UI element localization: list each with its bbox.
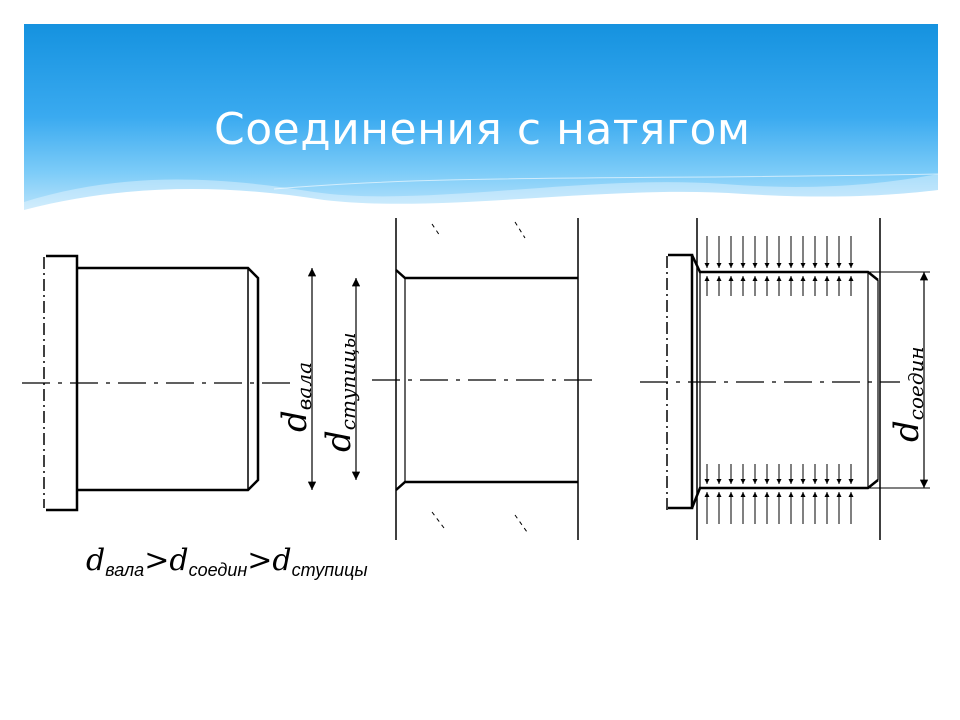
pressure-arrow-head (704, 263, 710, 268)
slide-header: Соединения с натягом (24, 24, 938, 210)
pressure-arrow-head (752, 479, 758, 484)
pressure-arrow-head (704, 479, 710, 484)
header-wave-decoration (24, 173, 938, 210)
pressure-arrow-head (704, 276, 710, 281)
pressure-arrow-head (824, 492, 830, 497)
pressure-arrow-head (848, 276, 854, 281)
pressure-arrow-head (824, 263, 830, 268)
pressure-arrow-head (716, 263, 722, 268)
pressure-arrow-head (800, 479, 806, 484)
joint-diameter-label: dсоедин (887, 346, 928, 442)
interference-fit-drawing: dвала dступицы dвала>dсоедин>dступицы (22, 218, 930, 580)
pressure-arrow-head (788, 263, 794, 268)
pressure-arrow-head (740, 479, 746, 484)
pressure-arrow-head (788, 276, 794, 281)
shaft-view (22, 254, 290, 512)
pressure-arrow-head (776, 276, 782, 281)
pressure-arrow-head (740, 492, 746, 497)
pressure-arrow-head (812, 479, 818, 484)
pressure-arrow-head (836, 263, 842, 268)
pressure-arrow-head (716, 492, 722, 497)
pressure-arrow-head (788, 492, 794, 497)
pressure-arrow-head (776, 479, 782, 484)
pressure-arrow-head (752, 263, 758, 268)
pressure-arrow-head (740, 263, 746, 268)
pressure-arrow-head (848, 479, 854, 484)
pressure-arrow-head (812, 276, 818, 281)
shaft-diameter-label: dвала (275, 362, 316, 432)
diameter-inequality: dвала>dсоедин>dступицы (86, 543, 368, 580)
contact-pressure-arrows (704, 236, 854, 524)
pressure-arrow-head (800, 276, 806, 281)
hub-diameter-label: dступицы (319, 332, 360, 452)
shaft-diameter-dimension (307, 268, 361, 490)
pressure-arrow-head (716, 276, 722, 281)
pressure-arrow-head (740, 276, 746, 281)
pressure-arrow-head (812, 263, 818, 268)
pressure-arrow-head (704, 492, 710, 497)
pressure-arrow-head (788, 479, 794, 484)
pressure-arrow-head (776, 263, 782, 268)
pressure-arrow-head (716, 479, 722, 484)
pressure-arrow-head (848, 492, 854, 497)
hub-view (372, 218, 600, 540)
pressure-arrow-head (728, 263, 734, 268)
pressure-arrow-head (764, 263, 770, 268)
pressure-arrow-head (824, 479, 830, 484)
pressure-arrow-head (836, 479, 842, 484)
pressure-arrow-head (800, 492, 806, 497)
assembled-joint-view (640, 218, 930, 540)
pressure-arrow-head (752, 492, 758, 497)
pressure-arrow-head (728, 492, 734, 497)
pressure-arrow-head (764, 276, 770, 281)
slide-title: Соединения с натягом (214, 104, 751, 155)
pressure-arrow-head (824, 276, 830, 281)
pressure-arrow-head (836, 492, 842, 497)
pressure-arrow-head (800, 263, 806, 268)
pressure-arrow-head (836, 276, 842, 281)
pressure-arrow-head (728, 479, 734, 484)
pressure-arrow-head (728, 276, 734, 281)
pressure-arrow-head (764, 492, 770, 497)
pressure-arrow-head (776, 492, 782, 497)
pressure-arrow-head (752, 276, 758, 281)
pressure-arrow-head (812, 492, 818, 497)
pressure-arrow-head (848, 263, 854, 268)
pressure-arrow-head (764, 479, 770, 484)
